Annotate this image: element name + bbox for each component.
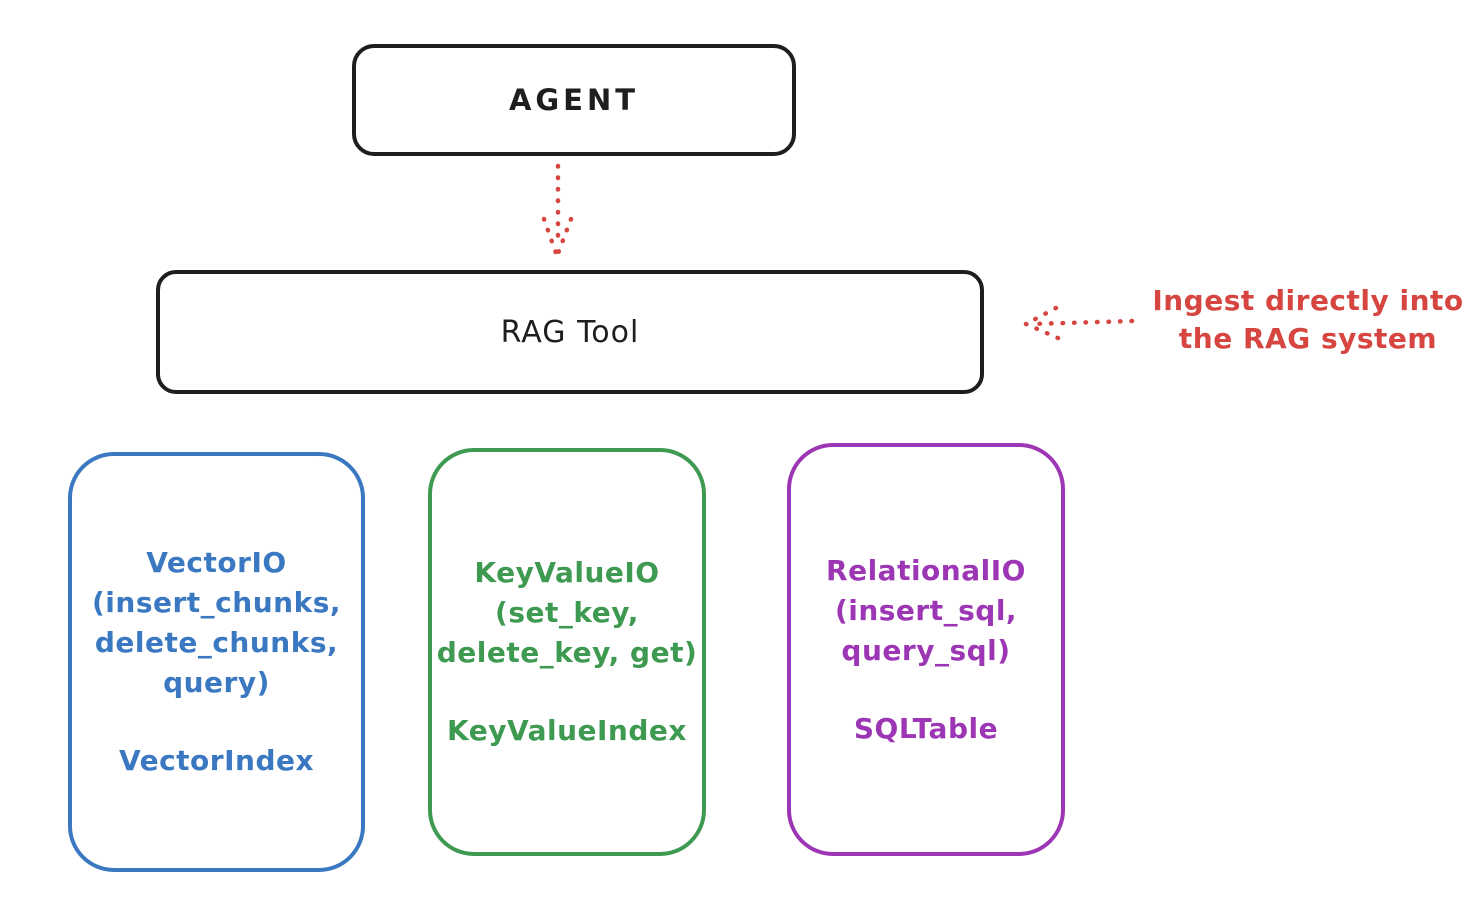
relational-io-box: RelationalIO (insert_sql, query_sql) SQL…	[787, 443, 1065, 856]
vector-io-line: VectorIO	[146, 546, 287, 579]
ingest-annotation-line1: Ingest directly into	[1152, 284, 1464, 317]
agent-box: AGENT	[352, 44, 796, 156]
keyvalue-io-box: KeyValueIO (set_key, delete_key, get) Ke…	[428, 448, 706, 856]
agent-box-label: AGENT	[508, 83, 640, 117]
sql-table-label: SQLTable	[853, 711, 999, 745]
vector-io-line: (insert_chunks,	[92, 586, 341, 619]
relational-io-line: RelationalIO	[826, 553, 1026, 587]
vector-io-line: query)	[163, 666, 270, 699]
relational-io-line: query_sql)	[841, 633, 1011, 667]
vector-io-line: delete_chunks,	[94, 626, 339, 659]
relational-io-line: (insert_sql,	[834, 593, 1018, 627]
vector-io-box: VectorIO (insert_chunks, delete_chunks, …	[68, 452, 365, 872]
agent-to-rag-arrow	[541, 163, 574, 259]
vector-index-label: VectorIndex	[118, 744, 315, 777]
keyvalue-io-line: delete_key, get)	[436, 636, 698, 669]
ingest-annotation: Ingest directly into the RAG system	[1138, 282, 1478, 358]
ingest-annotation-line2: the RAG system	[1178, 322, 1438, 355]
keyvalue-index-label: KeyValueIndex	[447, 714, 687, 747]
rag-tool-box-label: RAG Tool	[500, 314, 640, 350]
annotation-to-rag-arrow	[1023, 305, 1135, 341]
rag-tool-box: RAG Tool	[156, 270, 984, 394]
keyvalue-io-line: KeyValueIO	[474, 556, 660, 589]
keyvalue-io-line: (set_key,	[495, 596, 639, 629]
